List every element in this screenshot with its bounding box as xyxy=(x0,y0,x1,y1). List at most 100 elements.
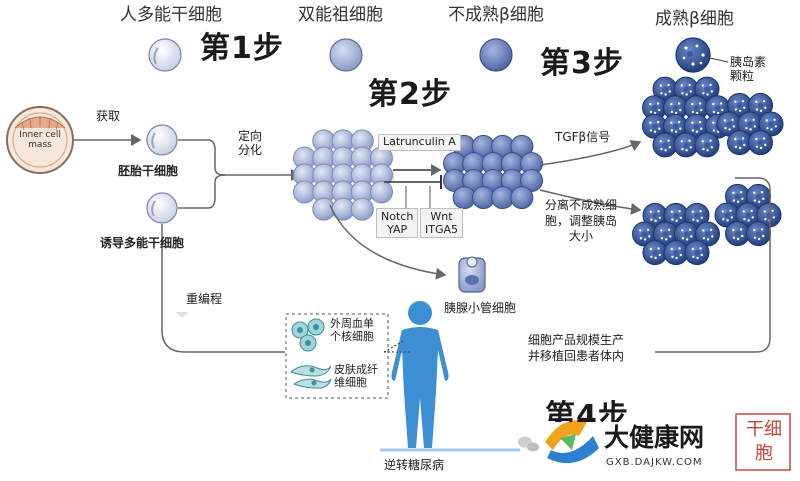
insulin-granule xyxy=(692,255,695,258)
insulin-granule xyxy=(649,121,652,124)
insulin-granule xyxy=(742,210,745,213)
reprogram-label: 重编程 xyxy=(186,292,223,306)
insulin-granule xyxy=(721,210,724,213)
scale-line1: 细胞产品规模生产 xyxy=(528,333,625,347)
insulin-granule xyxy=(660,229,663,232)
separation-label: 分离不成熟细 胞，调整胰岛 大小 xyxy=(545,198,617,245)
notch-line1: Notch xyxy=(381,210,414,223)
insulin-granule xyxy=(741,197,744,200)
cell-nucleus xyxy=(673,249,679,256)
insulin-granule xyxy=(712,121,715,124)
insulin-granule xyxy=(685,149,688,152)
insulin-granule xyxy=(689,146,692,149)
transplant-pointer-upper xyxy=(383,339,406,353)
insulin-granule xyxy=(660,92,663,95)
cell-nucleus xyxy=(734,193,741,200)
insulin-granule xyxy=(732,191,735,194)
header-mature-beta: 成熟β细胞 xyxy=(655,9,734,29)
insulin-granule xyxy=(755,108,759,111)
insulin-granule xyxy=(664,238,668,241)
insulin-granule xyxy=(752,118,755,122)
insulin-granule xyxy=(675,219,678,222)
insulin-granule xyxy=(678,210,681,213)
directed-diff-connector-bottom xyxy=(178,174,226,209)
insulin-granule xyxy=(734,137,737,141)
pbmc-label: 外周血单 个核细胞 xyxy=(330,317,374,343)
insulin-granule xyxy=(750,209,753,212)
insulin-pointer-line xyxy=(709,57,729,63)
insulin-granule xyxy=(691,102,694,106)
insulin-granule xyxy=(681,237,685,240)
insulin-granule xyxy=(772,216,775,219)
insulin-granule xyxy=(688,139,691,142)
insulin-granule xyxy=(656,102,660,105)
insulin-granule xyxy=(698,102,702,105)
insulin-line1: 胰岛素 xyxy=(730,55,767,69)
cell-nucleus xyxy=(736,102,743,109)
insulin-granule xyxy=(766,127,769,130)
insulin-granule xyxy=(657,210,660,213)
insulin-granule xyxy=(677,120,681,124)
cell-nucleus xyxy=(766,212,772,218)
insulin-granule xyxy=(751,216,754,219)
insulin-granule xyxy=(759,109,763,113)
insulin-granule xyxy=(654,256,657,260)
insulin-granule xyxy=(658,216,661,219)
cell-nucleus xyxy=(652,249,658,256)
insulin-granule xyxy=(732,125,735,128)
insulin-granule xyxy=(702,237,706,240)
step-1-title: 第1步 xyxy=(200,31,284,66)
mature-beta-cell-icon xyxy=(675,37,711,73)
insulin-granule xyxy=(700,216,703,219)
insulin-granule xyxy=(679,253,682,257)
insulin-granule xyxy=(649,102,652,106)
insulin-granule xyxy=(695,111,699,115)
tgfb-signal-label: TGFβ信号 xyxy=(555,130,611,144)
insulin-granule xyxy=(685,93,688,96)
scale-line2: 并移植回患者体内 xyxy=(528,349,625,364)
obtain-label: 获取 xyxy=(96,109,121,123)
insulin-granule xyxy=(729,209,732,212)
embryonic-stem-cell-icon xyxy=(146,124,178,156)
insulin-granule xyxy=(681,147,684,151)
cell-nucleus xyxy=(714,105,721,111)
insulin-granule xyxy=(753,236,757,239)
insulin-granule xyxy=(745,127,748,130)
ductal-cell-label: 胰腺小管细胞 xyxy=(444,301,517,315)
insulin-granule xyxy=(681,92,684,95)
insulin-granule xyxy=(741,137,745,140)
insulin-granule xyxy=(654,219,657,222)
insulin-granule xyxy=(670,121,673,124)
brand-name: 大健康网 xyxy=(604,423,705,452)
inner-cell-mass-label: Inner cell mass xyxy=(14,130,66,151)
mature-cluster-bottom xyxy=(632,183,782,266)
insulin-granule xyxy=(755,137,758,141)
wnt-line1: Wnt xyxy=(430,210,453,223)
decoration-wedge xyxy=(176,312,188,318)
reprogram-horizontal xyxy=(161,329,285,353)
insulin-granule xyxy=(716,111,720,115)
insulin-granule xyxy=(650,218,653,221)
insulin-granule xyxy=(656,120,660,124)
insulin-granule xyxy=(668,90,671,93)
pluripotent-cell-icon xyxy=(148,38,182,72)
separate-line2: 胞，调整胰岛 xyxy=(545,213,618,228)
insulin-granule xyxy=(675,256,678,260)
insulin-granule xyxy=(728,128,731,131)
insulin-granule xyxy=(730,216,733,219)
ipsc-label: 诱导多能干细胞 xyxy=(100,236,185,250)
insulin-granule xyxy=(726,219,729,222)
insulin-granule xyxy=(755,100,758,104)
tgfb-arrow xyxy=(539,140,642,166)
human-body-figure xyxy=(391,301,449,448)
cell-nucleus xyxy=(641,231,648,237)
cell-nucleus xyxy=(726,121,732,127)
insulin-granule xyxy=(670,110,674,114)
cell-nucleus xyxy=(757,139,764,146)
insulin-granule xyxy=(762,234,765,238)
fibroblast-line2: 维细胞 xyxy=(334,375,367,389)
insulin-granule xyxy=(709,83,712,87)
insulin-granule xyxy=(696,256,699,260)
insulin-granule xyxy=(712,129,716,132)
